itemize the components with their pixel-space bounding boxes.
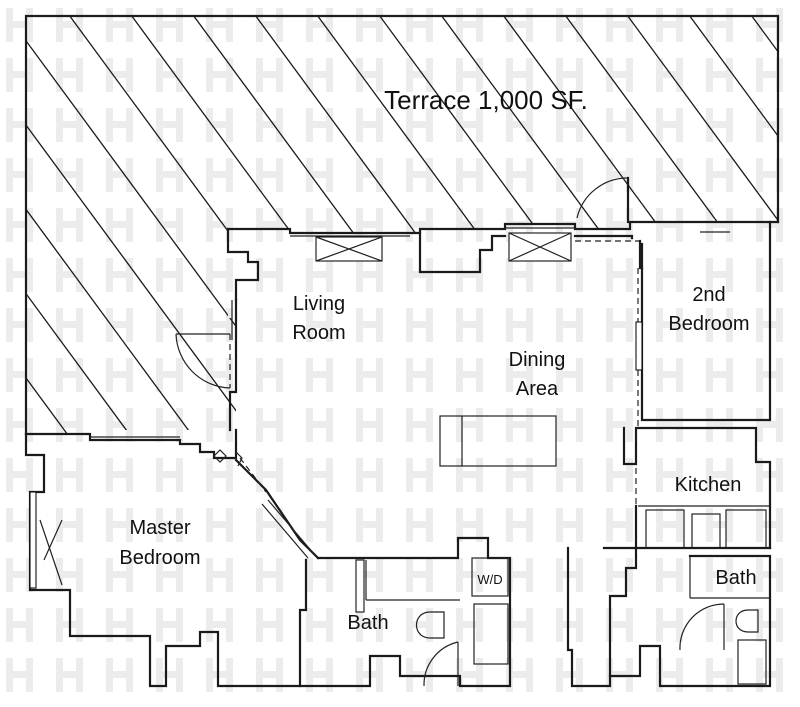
washer-dryer-label: W/D [477,572,502,587]
second-bedroom-label-line1: 2nd [692,284,725,306]
north-facade-wall [226,176,780,302]
second-bedroom-label-line2: Bedroom [668,313,749,335]
terrace-hatch-line [26,16,455,434]
second-bedroom-walls [635,220,772,428]
living-room-label-line2: Room [292,322,345,344]
terrace-outline [24,14,780,436]
terrace-hatch-line [615,16,778,434]
bath-door-swing [423,641,459,687]
washer-dryer-box [471,557,509,597]
dining-area-label-line2: Area [516,378,559,400]
terrace-hatch-line [677,16,778,434]
master-bedroom-walls [24,428,320,688]
terrace-label: Terrace 1,000 SF. [384,85,588,115]
toilet-icon [415,611,445,639]
living-west-wall [175,298,238,432]
second-bath-label: Bath [715,567,756,589]
bath-closet [473,603,509,665]
living-door-swing [175,333,231,389]
bath2-tub [737,639,767,685]
master-bedroom-label-line1: Master [129,517,190,539]
master-window [29,491,37,589]
terrace-hatch-line [553,16,778,434]
terrace-hatch-line [26,16,393,434]
master-bedroom-label-line2: Bedroom [119,547,200,569]
main-bath-walls [298,536,512,688]
living-room-label-line1: Living [293,293,345,315]
master-door-hinge [213,449,243,467]
toilet-2-icon [735,609,759,633]
terrace-door-swing [576,177,629,219]
bath2-door-swing [679,603,725,651]
dining-table [439,415,557,467]
dining-area-label-line1: Dining [509,349,566,371]
kitchen-label: Kitchen [675,474,742,496]
bedroom-door-panel [635,321,643,371]
bath-window [355,559,365,613]
second-bath-walls [566,546,772,688]
main-bath-label: Bath [347,612,388,634]
terrace-hatch-line [26,16,331,434]
